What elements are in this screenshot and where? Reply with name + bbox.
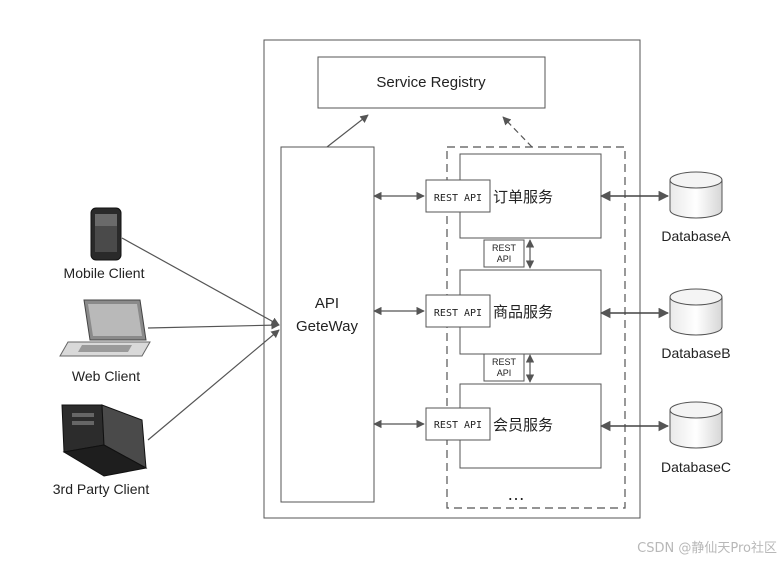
services-registry-arrow [502,116,533,148]
database-icon [669,288,723,336]
client-label: 3rd Party Client [53,481,150,497]
rest-label-line2: API [497,368,512,378]
gateway-label-line1: API [315,295,339,312]
rest-api-label: REST API [434,308,482,319]
mobile-gateway-arrow [121,237,280,326]
more-services-ellipsis: … [507,484,525,504]
database-label: DatabaseA [661,228,731,244]
web-client: Web Client [59,299,151,384]
rest-api-box [425,294,491,328]
service-name: 商品服务 [493,303,553,321]
rest-label-line1: REST [492,243,517,253]
third-party-client: 3rd Party Client [53,404,150,497]
inter-service-rest-1: REST API [483,239,535,269]
database-label: DatabaseB [661,345,730,361]
web-gateway-arrow [147,320,280,330]
database-icon [669,401,723,449]
system-boundary [263,39,641,519]
gateway-label-line2: GeteWay [296,318,358,335]
database-label: DatabaseC [661,459,731,475]
gateway-registry-arrow [326,114,369,148]
api-gateway-box: API GeteWay [280,146,375,503]
database-c: DatabaseC [661,401,731,475]
server-icon [61,404,148,477]
database-icon [669,171,723,219]
service-registry-label: Service Registry [376,74,486,91]
database-b: DatabaseB [661,288,731,361]
mobile-client: Mobile Client [64,207,145,281]
service-name: 会员服务 [493,416,553,434]
service-product: REST API 商品服务 [425,269,602,355]
rest-api-label: REST API [434,420,482,431]
watermark: CSDN @静仙天Pro社区 [637,541,777,556]
client-label: Web Client [72,368,140,384]
service-registry-box: Service Registry [317,56,546,109]
rest-label-line2: API [497,254,512,264]
rest-api-label: REST API [434,193,482,204]
service-name: 订单服务 [493,188,553,206]
inter-service-rest-2: REST API [483,353,535,383]
thirdparty-gateway-arrow [147,329,280,441]
service-member: REST API 会员服务 [425,383,602,469]
service-order: REST API 订单服务 [425,153,602,239]
rest-api-box [425,407,491,441]
rest-label-line1: REST [492,357,517,367]
laptop-icon [59,299,151,357]
phone-icon [90,207,122,261]
client-label: Mobile Client [64,265,145,281]
database-a: DatabaseA [661,171,731,244]
rest-api-box [425,179,491,213]
